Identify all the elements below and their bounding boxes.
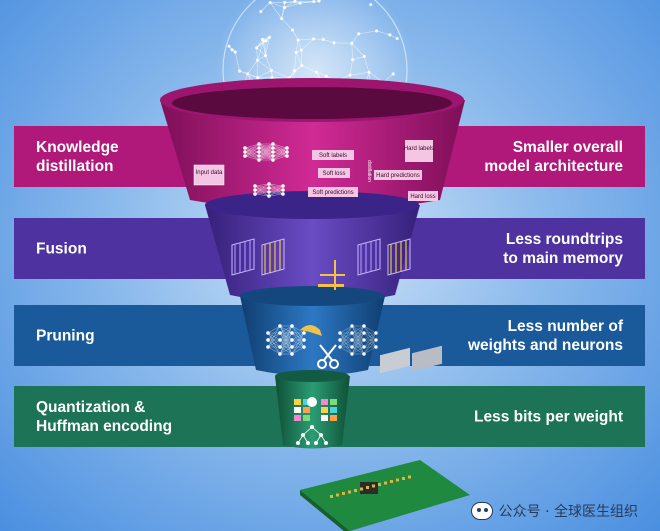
band-left-line: Fusion — [36, 240, 87, 257]
kd-soft-labels-box — [312, 150, 354, 160]
band-right-text: Less number of weights and neurons — [468, 317, 623, 355]
band-right-text: Less roundtrips to main memory — [503, 230, 623, 268]
band-left-text: Knowledge distillation — [36, 138, 119, 176]
kd-soft-predictions-box — [308, 187, 358, 197]
band-left-line: Huffman encoding — [36, 417, 173, 435]
band-left-line: Pruning — [36, 327, 95, 344]
scissors-icon — [317, 344, 339, 369]
funnel-tier-fusion — [205, 191, 420, 304]
kd-soft-labels-label: Soft labels — [319, 153, 347, 159]
kd-input-label: Input data — [196, 170, 223, 176]
pruning-network-icon — [266, 324, 378, 356]
kd-hard-labels-box — [405, 140, 433, 162]
kd-hard-loss-box — [408, 191, 438, 201]
watermark-text: 公众号 · 全球医生组织 — [498, 504, 638, 520]
kd-hard-predictions-box — [374, 170, 422, 180]
band-left-text: Quantization & Huffman encoding — [36, 398, 172, 436]
band-left-line: distillation — [36, 157, 114, 175]
band-right-line: model architecture — [484, 157, 623, 175]
kd-hard-loss-label: Hard loss — [410, 194, 435, 200]
quantization-grid-icon — [294, 397, 337, 421]
kd-distillation-label: distillation — [366, 160, 372, 182]
kd-hard-predictions-label: Hard predictions — [376, 173, 420, 179]
kd-soft-loss-box — [318, 168, 350, 178]
band-right-text: Less bits per weight — [474, 407, 623, 426]
fusion-arrow-icon — [318, 260, 345, 290]
band-right-line: to main memory — [503, 249, 623, 267]
raspberry-pi-board-icon — [300, 345, 470, 531]
kd-hard-labels-label: Hard labels — [404, 146, 434, 152]
band-right-line: Smaller overall — [512, 138, 623, 156]
kd-soft-loss-label: Soft loss — [322, 171, 345, 177]
funnel-tier-pruning — [240, 286, 385, 376]
band-right-line: Less roundtrips — [505, 230, 623, 248]
band-right-line: Less bits per weight — [473, 408, 623, 425]
band-right-line: weights and neurons — [467, 336, 623, 354]
kd-soft-predictions-label: Soft predictions — [312, 190, 353, 196]
fusion-layers-icon — [231, 238, 411, 276]
band-left-text: Pruning — [36, 326, 95, 345]
band-left-line: Knowledge — [36, 138, 119, 156]
band-left-line: Quantization & — [36, 398, 146, 416]
band-left-text: Fusion — [36, 239, 87, 258]
wechat-icon — [470, 502, 493, 520]
funnel-tier-quantization — [275, 370, 350, 449]
kd-input-box — [193, 164, 225, 186]
watermark: 公众号 · 全球医生组织 — [470, 501, 638, 521]
huffman-tree-icon — [295, 424, 328, 445]
band-right-text: Smaller overall model architecture — [484, 138, 623, 176]
kd-diagram: Input data Soft labels Soft loss Soft pr… — [193, 140, 438, 201]
band-right-line: Less number of — [507, 317, 623, 335]
